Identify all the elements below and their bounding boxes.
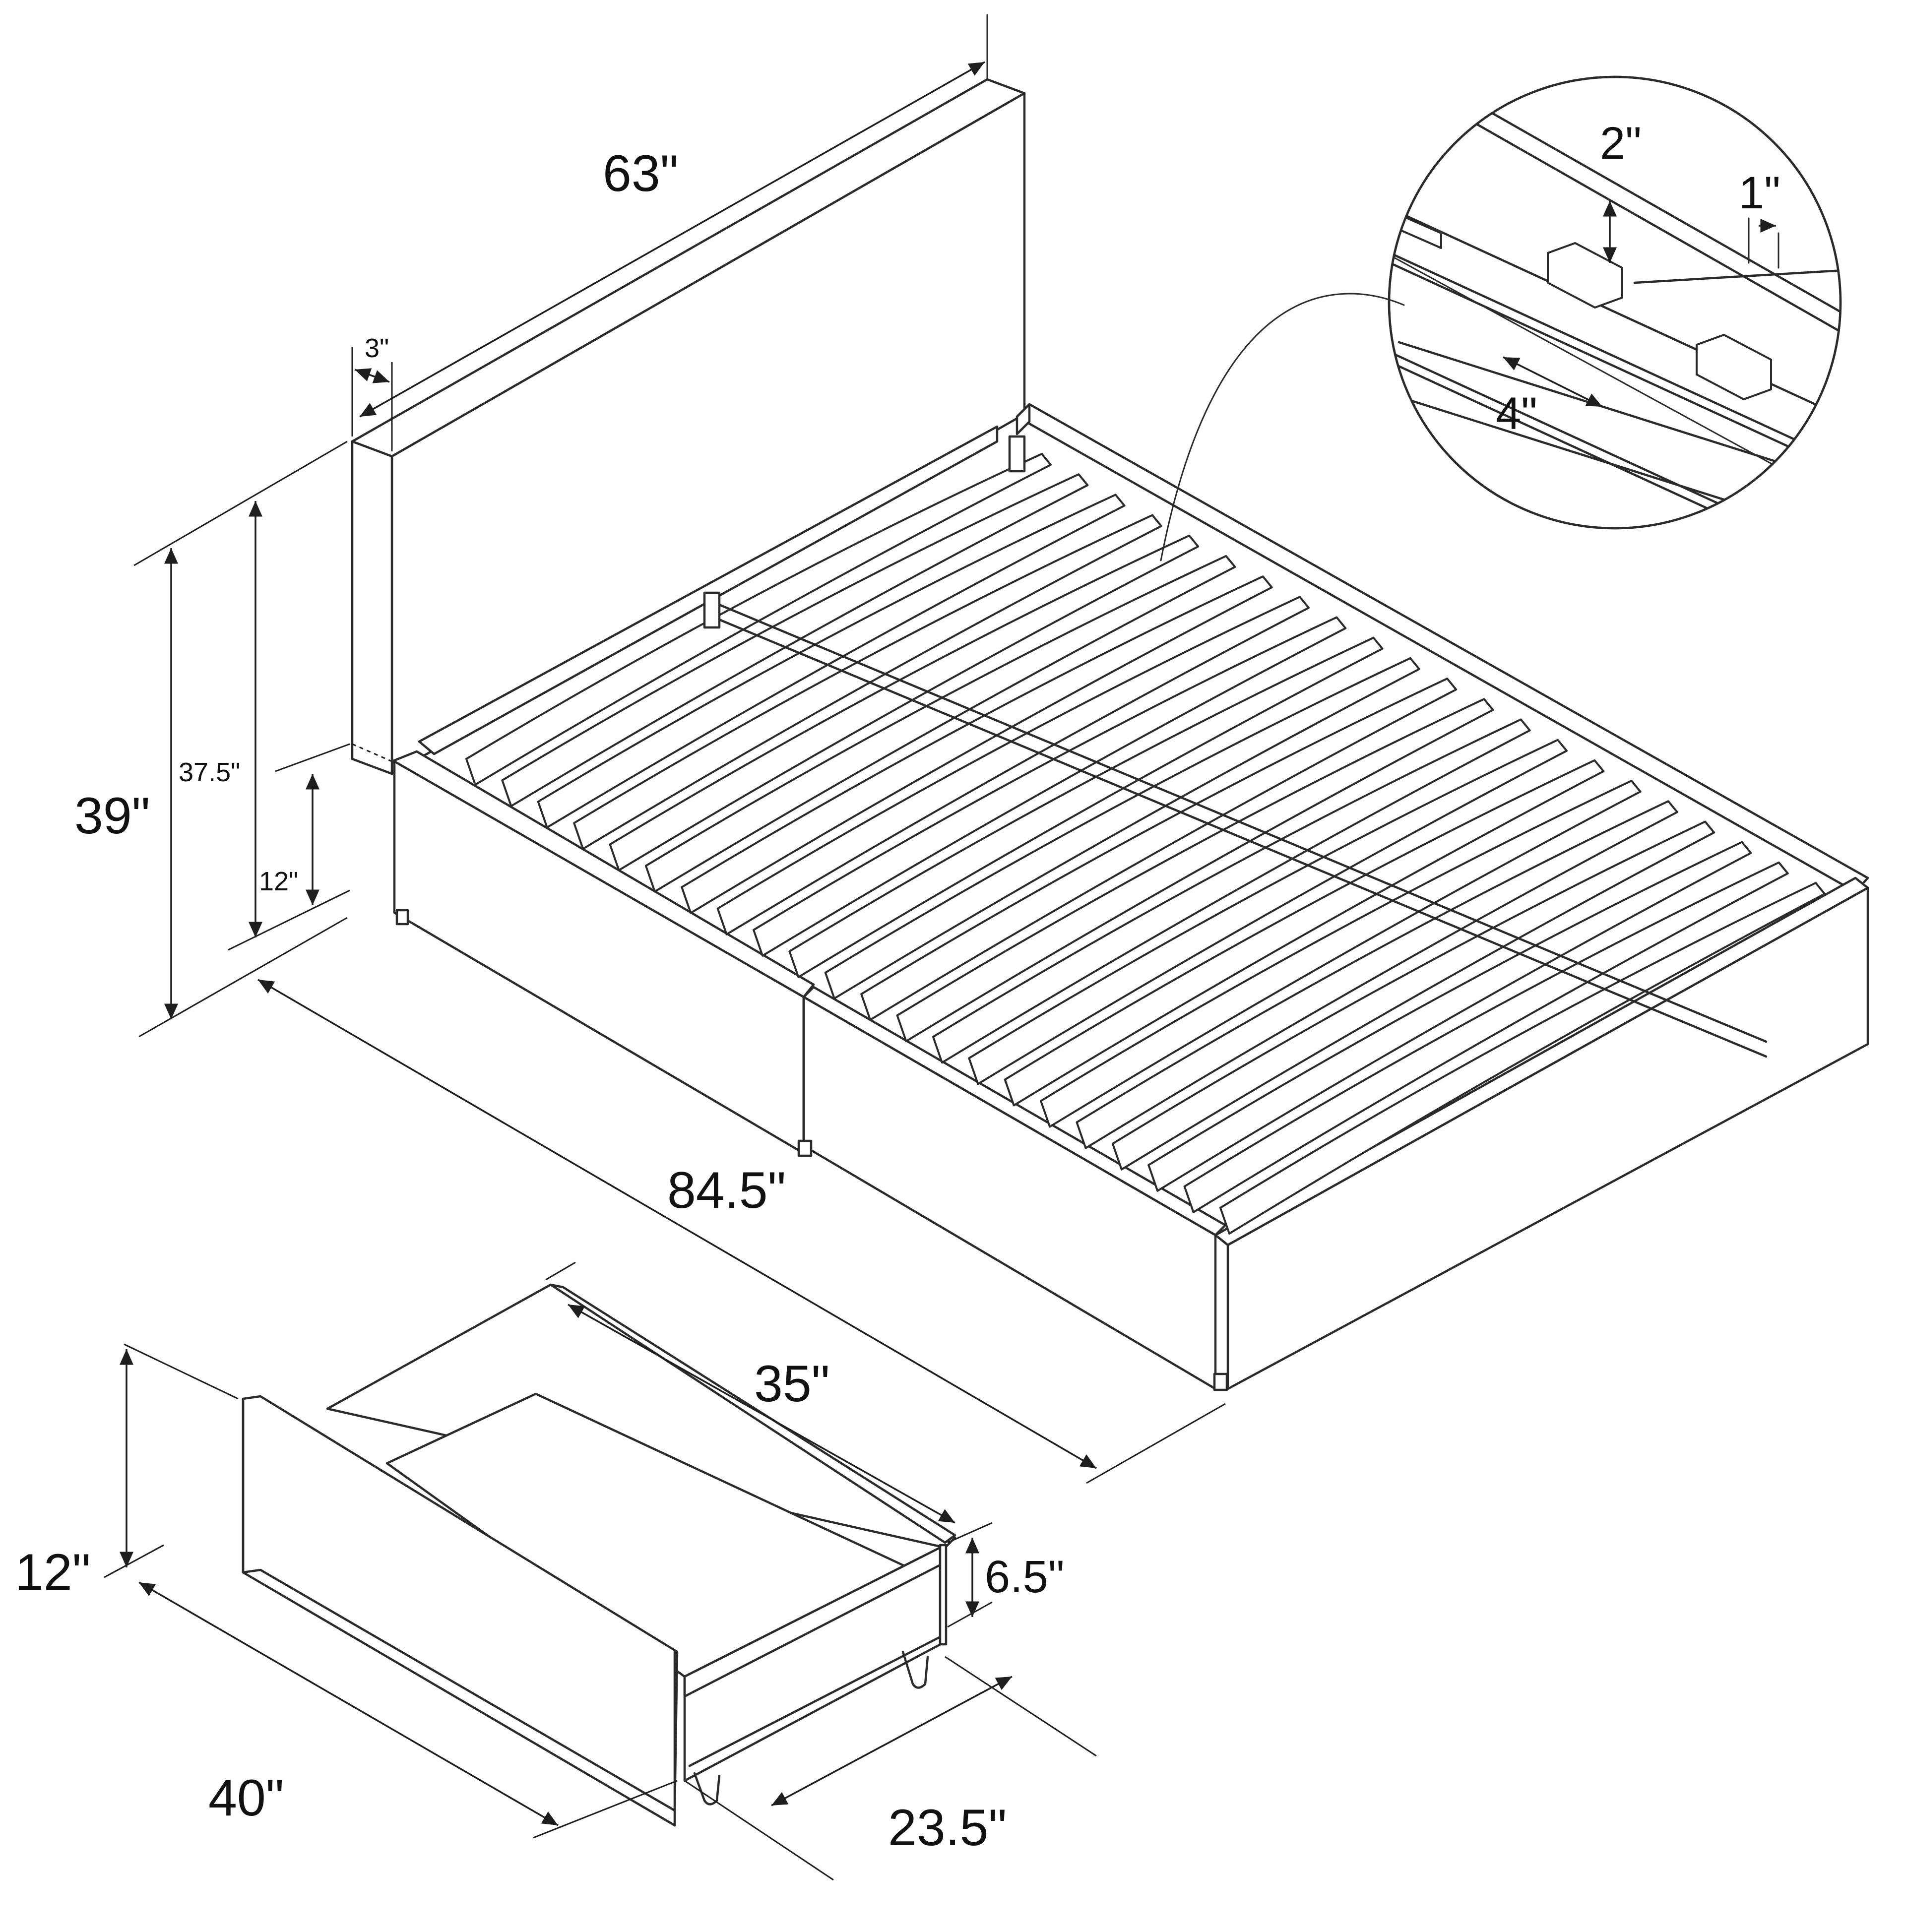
bed-slat [1076,800,1678,1149]
bed-slat [1183,861,1789,1213]
bed-slat [501,473,1089,808]
bed-slat [1004,759,1605,1107]
label-slat-width: 4" [1496,388,1537,439]
label-drawer-box-height: 6.5" [985,1552,1065,1602]
bed-slat [968,739,1568,1085]
inner-rail [418,425,999,755]
bed-slat [932,718,1531,1064]
bed-slat [644,555,1236,893]
bed-slat [537,494,1126,829]
bed-slat [788,636,1384,978]
bed-slat [1111,820,1715,1171]
dimension-labels: 63" 3" 39" 37.5" 12" 84.5" 2" 1" 4" 35" … [15,118,1780,1857]
bed-slat [860,678,1458,1021]
label-headboard-inner-height: 37.5" [179,757,240,787]
label-slat-gap: 2" [1600,118,1642,169]
center-support-rail [703,435,1768,1058]
label-drawer-box-width: 23.5" [888,1799,1007,1857]
label-headboard-thickness: 3" [365,333,389,363]
storage-drawer [242,1283,956,1827]
bed-slat [824,657,1420,999]
label-drawer-depth: 35" [754,1355,830,1413]
bed-slat [681,575,1273,914]
far-side-rail [1016,403,1869,893]
bed-slat [465,453,1052,786]
label-frame-clearance: 12" [259,867,298,896]
bed-slat [1219,882,1826,1235]
bed-slat [716,596,1310,935]
slat-detail-callout [1160,75,1842,561]
label-bed-length: 84.5" [667,1162,786,1219]
bed-slat [1147,841,1752,1192]
bed-slat [1040,780,1642,1128]
label-drawer-height: 12" [15,1544,91,1601]
bed-slats [465,453,1826,1235]
dimension-lines [104,61,1226,1881]
bed-slat [896,698,1494,1043]
label-total-height: 39" [74,787,150,845]
foot-rail [1214,876,1869,1390]
label-headboard-width: 63" [603,145,679,202]
bed-frame [351,14,1869,1391]
label-drawer-front-width: 40" [208,1769,284,1827]
bed-slat [753,616,1347,957]
bed-slat [609,534,1200,872]
label-slat-thickness: 1" [1739,168,1780,218]
